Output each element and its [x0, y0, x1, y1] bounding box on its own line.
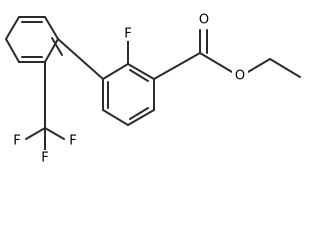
bond [44, 38, 59, 63]
double-bond-inner [51, 37, 63, 56]
double-bond-inner [129, 107, 149, 120]
bond [25, 127, 46, 140]
bond [102, 109, 129, 126]
biaryl-bond [57, 38, 104, 80]
ester-group [153, 29, 301, 80]
bond [5, 16, 20, 40]
bond [247, 58, 271, 73]
atom-f-cf3-left: F [13, 134, 20, 149]
label-bg [10, 133, 24, 148]
bond [44, 127, 65, 140]
bond [5, 38, 20, 63]
label-bg [196, 12, 212, 28]
atom-o-ester: O [235, 69, 245, 84]
double-bond-inner [129, 69, 149, 82]
bond [44, 16, 59, 40]
molecule-canvas: F O O F F F [5, 12, 301, 166]
label-bg [66, 133, 80, 148]
atom-f-ring: F [124, 27, 131, 42]
label-bg [38, 150, 52, 165]
bond [127, 63, 155, 80]
left-phenyl-ring [5, 16, 63, 63]
bond [153, 52, 201, 80]
bond [269, 58, 301, 78]
bond [102, 63, 129, 80]
atom-f-cf3-bottom: F [41, 151, 48, 166]
right-phenyl-ring [102, 63, 155, 126]
structure-diagram: F O O F F F [5, 12, 301, 166]
bond [127, 109, 155, 126]
bond [199, 52, 233, 73]
atom-f-cf3-right: F [69, 134, 76, 149]
atom-o-carbonyl: O [199, 13, 209, 28]
label-bg [121, 26, 135, 41]
label-bg [232, 67, 248, 83]
cf3-group [25, 61, 65, 151]
